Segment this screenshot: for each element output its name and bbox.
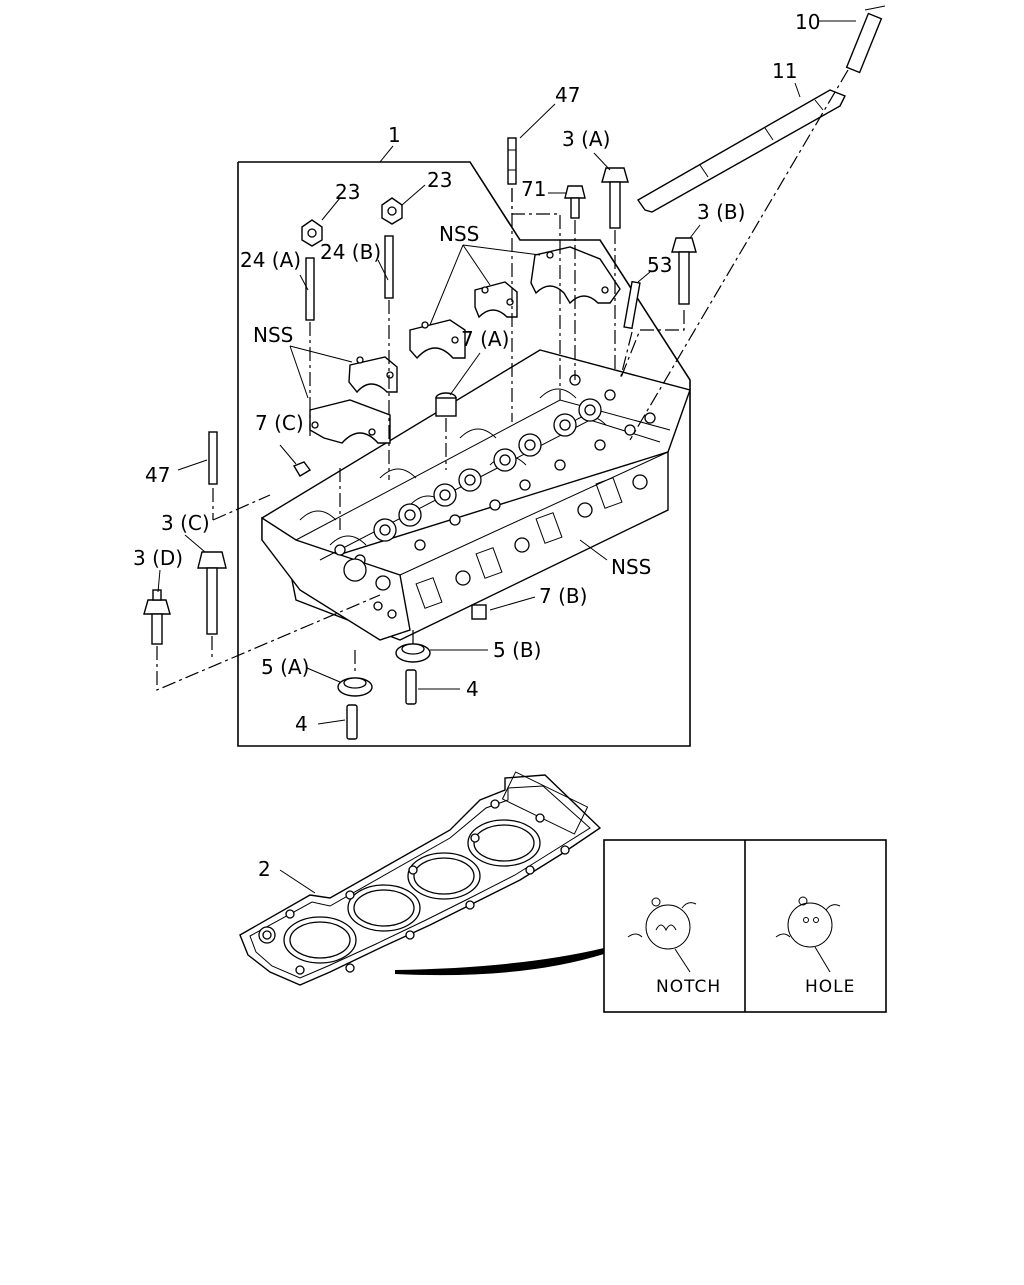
callout-3d: 3 (D) [133,546,183,570]
dowel-4-lower [346,704,358,740]
bearing-cap-1 [309,399,391,444]
plug-7c [292,461,312,477]
bearing-cap-3 [409,319,466,360]
callout-nss-right: NSS [611,555,651,579]
hole-detail-icon [775,896,841,973]
callout-nss-top: NSS [439,222,479,246]
callout-2: 2 [258,857,271,881]
stud-24b [384,235,394,299]
callout-3c: 3 (C) [161,511,210,535]
callout-23-right: 23 [427,168,452,192]
callout-47-left: 47 [145,463,170,487]
callout-11: 11 [772,59,797,83]
glow-plug-10 [845,5,886,74]
bolt-3a [601,167,629,229]
bolt-3c [197,551,227,635]
seal-5b [395,643,431,663]
callout-nss-left: NSS [253,323,293,347]
head-gasket [239,771,602,986]
callout-3b: 3 (B) [697,200,745,224]
callout-53: 53 [647,253,672,277]
callout-24b: 24 (B) [320,240,381,264]
cylinder-head [261,349,691,641]
callout-4-lower: 4 [295,712,308,736]
stud-47-top [507,137,517,185]
callout-7c: 7 (C) [255,411,304,435]
callout-71: 71 [521,177,546,201]
hole-label: HOLE [805,977,855,997]
callout-23-left: 23 [335,180,360,204]
callout-3a: 3 (A) [562,127,610,151]
callout-1: 1 [388,123,401,147]
leader-lines [157,20,856,894]
bolt-3b [671,237,697,305]
callout-5b: 5 (B) [493,638,541,662]
callout-5a: 5 (A) [261,655,309,679]
callout-labels: 1 2 3 (A) 3 (B) 3 (C) 3 (D) 4 4 5 (A) 5 … [133,10,855,997]
callout-10: 10 [795,10,820,34]
callout-47-top: 47 [555,83,580,107]
seal-5a [337,677,373,697]
callout-4-upper: 4 [466,677,479,701]
nut-23-right [381,197,403,225]
bolt-3d [143,589,171,645]
stud-53 [623,280,641,330]
callout-7b: 7 (B) [539,584,587,608]
detail-box [603,839,887,1013]
stud-24a [305,257,315,321]
connector-plate-11 [636,89,846,213]
bearing-cap-4 [474,281,518,319]
assembly-frame [237,161,691,747]
alignment-lines [156,69,849,691]
bearing-cap-2 [348,356,398,394]
bolt-71 [564,185,586,219]
callout-7a: 7 (A) [461,327,509,351]
callout-24a: 24 (A) [240,248,301,272]
detail-pointer [395,948,604,976]
plug-7b [471,604,487,620]
notch-label: NOTCH [656,977,721,997]
plug-7a [435,392,457,417]
notch-detail-icon [627,897,697,973]
nut-23-left [301,219,323,247]
dowel-4-upper [405,669,417,705]
stud-47-left [208,431,218,485]
